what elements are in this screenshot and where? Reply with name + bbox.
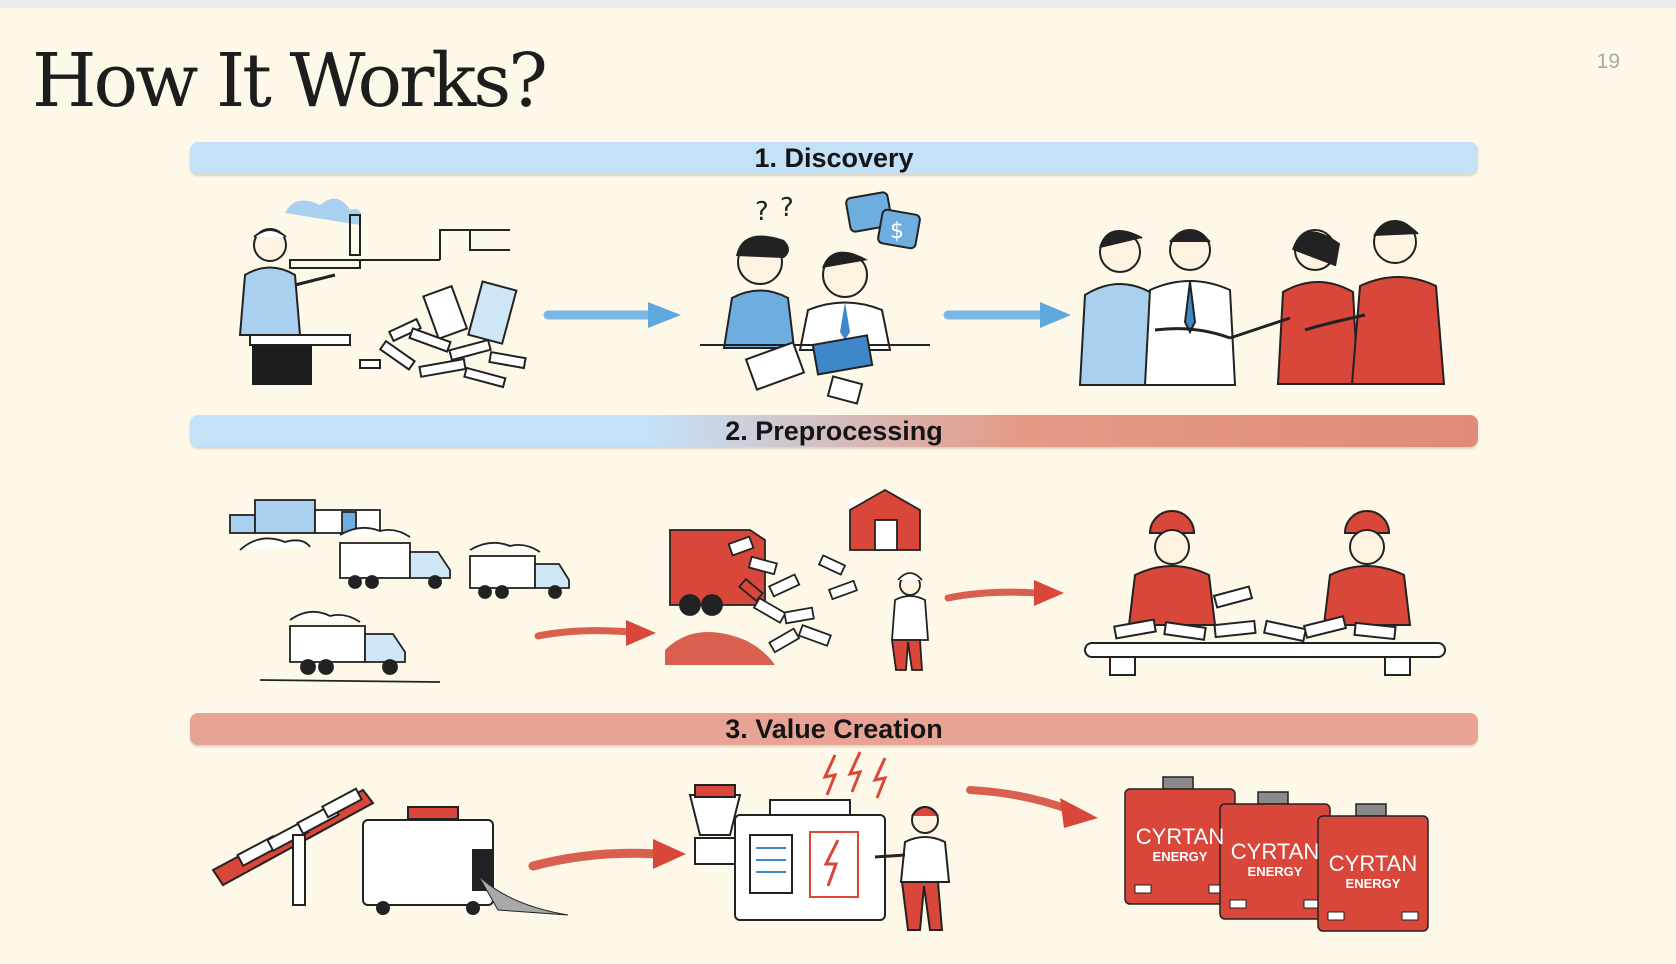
section-band-discovery: 1. Discovery [190,142,1478,174]
sorting-line-workers-illustration [1084,510,1450,685]
confused-couple-illustration: ? ? $ [700,190,960,405]
section-band-value-creation: 3. Value Creation [190,713,1478,745]
battery-brand-label: CYRTAN [1135,824,1225,849]
battery-sub-label: ENERGY [1152,849,1208,864]
arrow-right-icon [534,618,658,648]
arrow-right-icon [543,300,683,330]
battery-unit-3 [1317,802,1429,937]
arrow-right-icon [966,778,1100,828]
generator-machine-illustration [688,750,980,940]
arrow-right-icon [943,300,1073,330]
top-strip [0,0,1676,8]
svg-text:$: $ [890,219,904,244]
scrap-yard-illustration [210,185,555,400]
battery-unit-1 [1124,775,1236,910]
shredder-conveyor-illustration [208,775,578,925]
battery-brand-label: CYRTAN [1230,839,1320,864]
battery-sub-label: ENERGY [1345,876,1401,891]
page-number: 19 [1596,50,1620,73]
handshake-illustration [1075,220,1455,390]
battery-sub-label: ENERGY [1247,864,1303,879]
dump-truck-sorting-illustration [665,488,950,680]
svg-text:?: ? [780,193,794,223]
slide-title: How It Works? [32,38,548,124]
battery-unit-2 [1219,790,1331,925]
trucks-transport-illustration [229,490,575,690]
section-band-preprocessing: 2. Preprocessing [190,415,1478,447]
arrow-right-icon [944,578,1066,608]
battery-brand-label: CYRTAN [1328,851,1418,876]
arrow-right-icon [528,836,688,876]
svg-text:?: ? [755,197,769,227]
